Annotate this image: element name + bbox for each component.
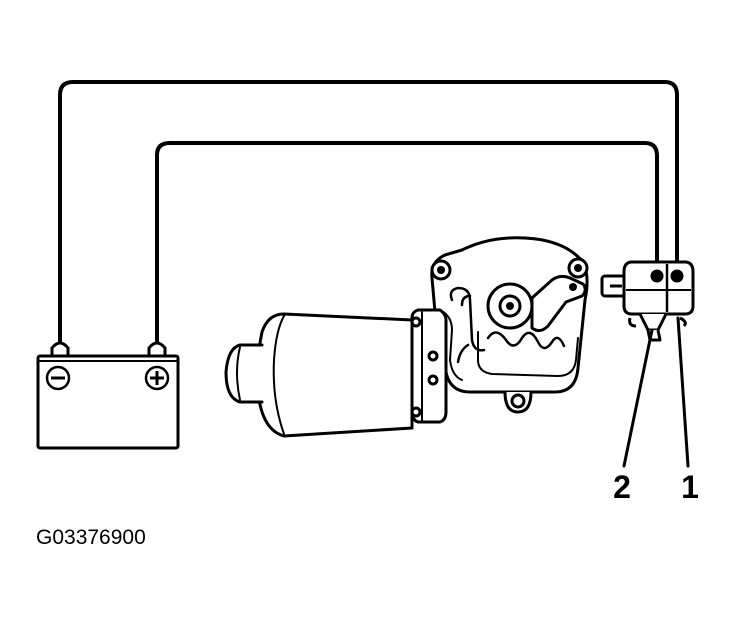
motor-body xyxy=(256,312,414,438)
figure-id: G03376900 xyxy=(36,526,146,549)
gearbox-inner-cover xyxy=(477,331,579,377)
wire-negative-to-terminal-1 xyxy=(58,80,679,347)
connector-terminal-1 xyxy=(670,269,684,283)
wiper-motor xyxy=(224,236,589,438)
wire-positive-to-terminal-2 xyxy=(155,141,659,347)
motor-connector xyxy=(600,260,695,342)
callout-1-label: 1 xyxy=(681,469,699,505)
wires xyxy=(58,80,679,347)
connector-terminal-2 xyxy=(650,269,664,283)
internal-wiring xyxy=(449,286,566,364)
battery-body xyxy=(36,354,180,450)
motor-end-cap xyxy=(224,343,264,404)
callout-leaders xyxy=(622,316,690,468)
motor-body-highlight xyxy=(272,315,285,435)
callout-2-leader xyxy=(622,328,654,468)
battery-negative-post xyxy=(50,341,70,359)
callout-2-label: 2 xyxy=(613,469,631,505)
battery-positive-post xyxy=(147,341,167,359)
motor-flange xyxy=(410,308,448,424)
callout-1-leader xyxy=(676,316,690,468)
battery xyxy=(36,341,180,450)
